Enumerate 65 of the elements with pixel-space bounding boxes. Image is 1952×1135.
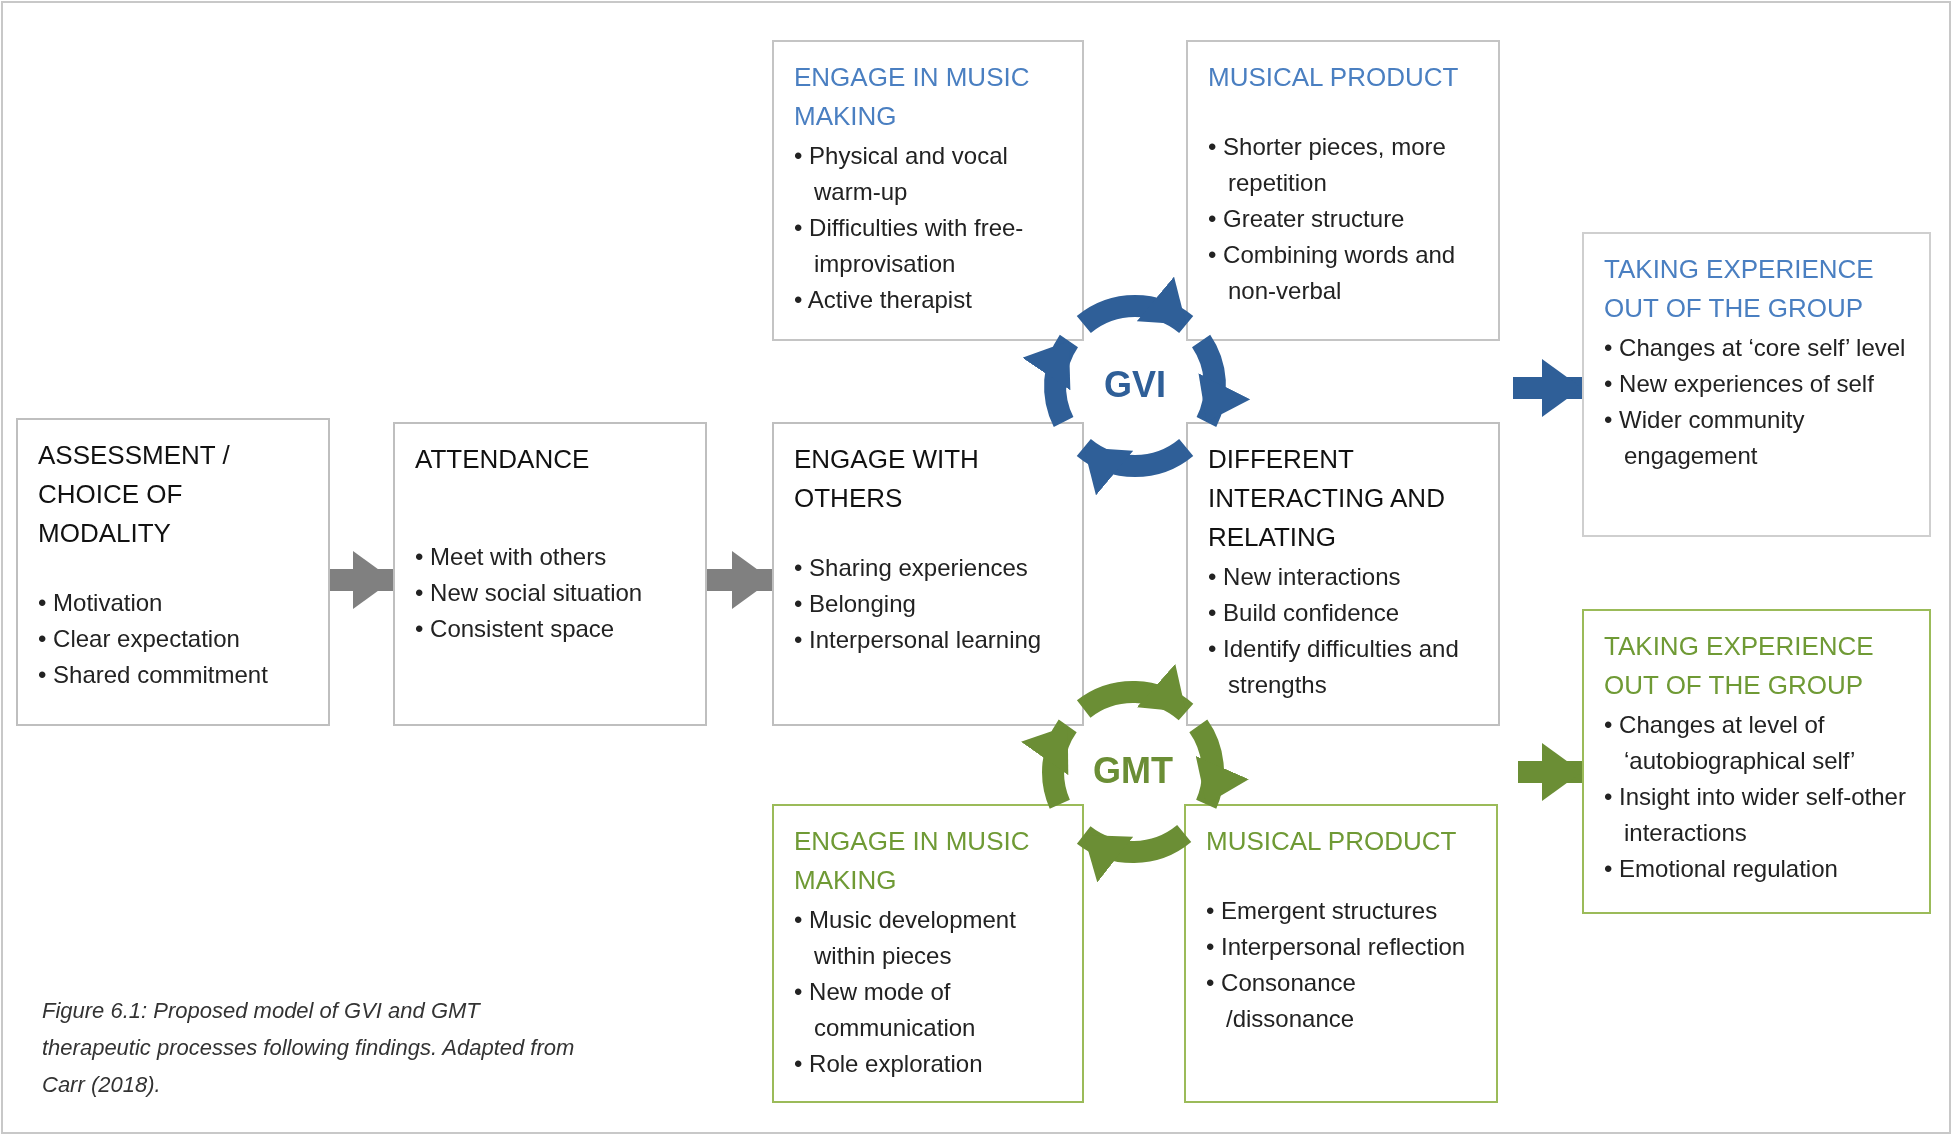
- bullet-item: • Clear expectation: [38, 624, 241, 654]
- bullet-item: • Emergent structures: [1206, 896, 1439, 926]
- text-box: [393, 422, 707, 726]
- bullet-item: • Insight into wider self-other interactions: [1604, 782, 1907, 848]
- cycle-arrow: [1077, 277, 1193, 334]
- bullet-item: • Combining words and non-verbal: [1208, 240, 1457, 306]
- bullet-item: • Interpersonal reflection: [1206, 932, 1467, 962]
- bullet-item: • Motivation: [38, 588, 164, 618]
- bullet-item: • New experiences of self: [1604, 369, 1875, 399]
- box-heading: TAKING EXPERIENCE OUT OF THE GROUP: [1604, 630, 1875, 702]
- bullet-item: • Greater structure: [1208, 204, 1406, 234]
- bullet-item: • Identify difficulties and strengths: [1208, 634, 1460, 700]
- cycle-arrow: [1077, 824, 1191, 882]
- text-box: [16, 418, 330, 726]
- cycle-label: GMT: [1092, 750, 1174, 792]
- bullet-item: • Changes at level of ‘autobiographical self’: [1604, 710, 1857, 776]
- bullet-item: • Consistent space: [415, 614, 616, 644]
- cycle-arrow: [1023, 335, 1079, 427]
- bullet-item: • Music development within pieces: [794, 905, 1017, 971]
- cycle-arrow: [1077, 664, 1193, 721]
- text-box: [1186, 422, 1500, 726]
- cycle-label: GVI: [1103, 364, 1167, 406]
- bullet-item: • Changes at ‘core self’ level: [1604, 333, 1907, 363]
- cycle-arrow: [1077, 438, 1193, 495]
- text-box: [772, 40, 1084, 341]
- box-heading: ENGAGE IN MUSIC MAKING: [794, 825, 1031, 897]
- text-box: [772, 422, 1084, 726]
- text-box: [1582, 232, 1931, 537]
- bullet-item: • Build confidence: [1208, 598, 1401, 628]
- bullet-item: • Active therapist: [794, 285, 973, 315]
- bullet-item: • Physical and vocal warm-up: [794, 141, 1009, 207]
- block-arrow: [330, 551, 393, 609]
- bullet-item: • Role exploration: [794, 1049, 984, 1079]
- bullet-item: • Consonance /dissonance: [1206, 968, 1357, 1034]
- box-heading: ATTENDANCE: [415, 443, 591, 476]
- bullet-item: • New social situation: [415, 578, 644, 608]
- box-heading: MUSICAL PRODUCT: [1206, 825, 1458, 858]
- bullet-item: • New interactions: [1208, 562, 1402, 592]
- box-heading: DIFFERENT INTERACTING AND RELATING: [1208, 443, 1446, 554]
- bullet-item: • Interpersonal learning: [794, 625, 1043, 655]
- box-heading: ASSESSMENT / CHOICE OF MODALITY: [38, 439, 231, 550]
- cycle-arrow: [1191, 335, 1249, 427]
- box-heading: TAKING EXPERIENCE OUT OF THE GROUP: [1604, 253, 1875, 325]
- text-box: [1186, 40, 1500, 341]
- block-arrow: [1518, 743, 1582, 801]
- bullet-item: • Shared commitment: [38, 660, 269, 690]
- cycle-arrow: [1188, 720, 1248, 808]
- cycle-arrow: [1022, 720, 1078, 808]
- bullet-item: • Wider community engagement: [1604, 405, 1806, 471]
- box-heading: MUSICAL PRODUCT: [1208, 61, 1460, 94]
- bullet-item: • Emotional regulation: [1604, 854, 1839, 884]
- block-arrow: [707, 551, 772, 609]
- box-heading: ENGAGE WITH OTHERS: [794, 443, 980, 515]
- bullet-item: • Meet with others: [415, 542, 608, 572]
- box-heading: ENGAGE IN MUSIC MAKING: [794, 61, 1031, 133]
- text-box: [772, 804, 1084, 1103]
- bullet-item: • Difficulties with free-improvisation: [794, 213, 1025, 279]
- block-arrow: [1513, 359, 1582, 417]
- figure-caption: Figure 6.1: Proposed model of GVI and GMT therapeutic processes following findings. Adapted from Carr (2018).: [42, 997, 576, 1099]
- text-box: [1184, 804, 1498, 1103]
- bullet-item: • Belonging: [794, 589, 917, 619]
- text-box: [1582, 609, 1931, 914]
- bullet-item: • Shorter pieces, more repetition: [1208, 132, 1447, 198]
- bullet-item: • Sharing experiences: [794, 553, 1029, 583]
- bullet-item: • New mode of communication: [794, 977, 977, 1043]
